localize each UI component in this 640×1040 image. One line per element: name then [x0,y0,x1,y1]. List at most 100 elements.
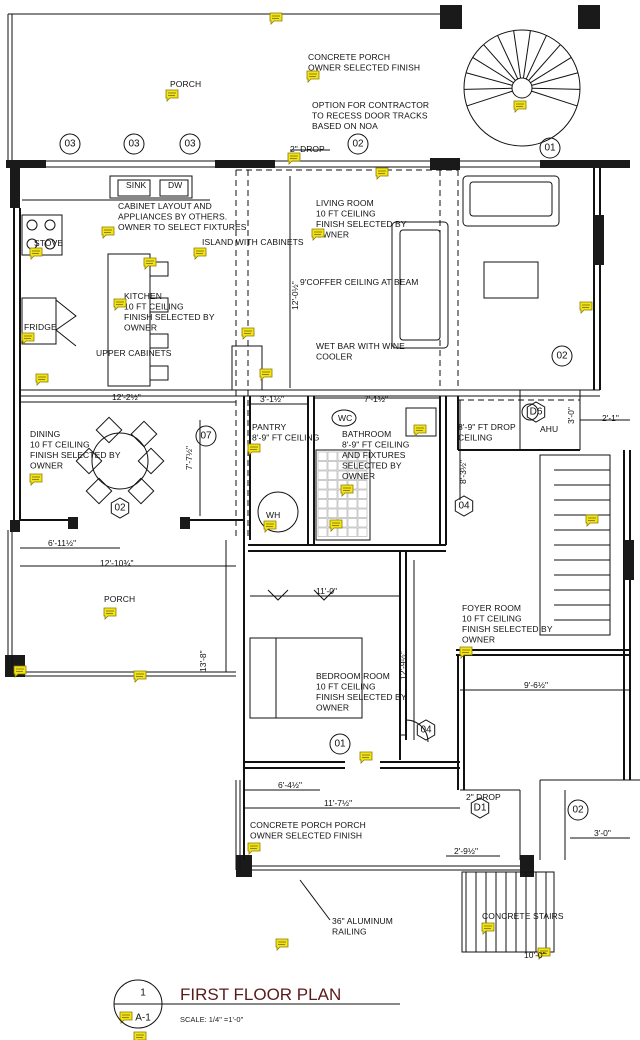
concrete-porch-bottom-label-1: CONCRETE PORCH PORCH [250,820,366,830]
comment-marker-icon[interactable] [459,646,473,659]
tag-w01-stair: 01 [539,137,561,159]
comment-marker-icon[interactable] [329,519,343,532]
bed-height-dimension: 12'-9½" [398,651,408,680]
wc-label: WC [338,413,352,423]
comment-marker-icon[interactable] [513,100,527,113]
bathroom-label-3: AND FIXTURES [342,450,406,460]
comment-marker-icon[interactable] [311,228,325,241]
drop-top-dimension: 2" DROP [290,144,325,154]
comment-marker-icon[interactable] [241,327,255,340]
dining-label-3: FINISH SELECTED BY [30,450,121,460]
comment-marker-icon[interactable] [21,332,35,345]
dining-height-dimension: 7'-7½" [184,446,194,470]
comment-marker-icon[interactable] [579,301,593,314]
comment-marker-icon[interactable] [269,12,283,25]
kitchen-fixtures [21,175,210,387]
tag-d04-foyer: 04 [454,495,474,517]
tag-d06-text: D6 [530,407,543,418]
comment-marker-icon[interactable] [165,89,179,102]
comment-marker-icon[interactable] [359,751,373,764]
entry-width-dimension: 2'-9½" [454,846,478,856]
bed-width-dimension: 11'-0" [316,586,337,596]
comment-marker-icon[interactable] [275,938,289,951]
comment-marker-icon[interactable] [247,443,261,456]
tag-d04-bed-text: 04 [420,725,432,736]
tag-w03a: 03 [59,133,81,155]
comment-marker-icon[interactable] [247,842,261,855]
tag-w02-entry-text: 02 [572,805,584,816]
comment-marker-icon[interactable] [113,298,127,311]
plan-title: FIRST FLOOR PLAN [180,985,341,1004]
bedroom-label-3: FINISH SELECTED BY [316,692,407,702]
concrete-stairs-label-1: CONCRETE STAIRS [482,911,564,921]
kitchen-label-1: KITCHEN [124,291,162,301]
comment-marker-icon[interactable] [263,520,277,533]
comment-marker-icon[interactable] [35,373,49,386]
living-label-3: FINISH SELECTED BY [316,219,407,229]
tag-w02-entry: 02 [567,799,589,821]
tag-w02-dining: 02 [110,497,130,519]
comment-marker-icon[interactable] [481,922,495,935]
tag-w03b-text: 03 [128,139,140,150]
kitchen-label-2: 10 FT CEILING [124,302,184,312]
kitchen-width-dimension: 12'-2½" [112,392,141,402]
living-label-1: LIVING ROOM [316,198,374,208]
comment-marker-icon[interactable] [193,247,207,260]
drop-ceiling-label-2: CEILING [458,433,493,443]
wh-label: WH [266,510,280,520]
living-label-4: OWNER [316,230,349,240]
foyer-label-2: 10 FT CEILING [462,614,522,624]
tag-d07-text: 07 [200,431,212,442]
kitchen-height-dimension: 12'-0½" [290,281,300,310]
island-note-label-1: ISLAND WITH CABINETS [202,237,304,247]
bath-fixtures [257,403,539,541]
comment-marker-icon[interactable] [375,167,389,180]
fridge-label: FRIDGE [24,322,57,332]
spiral-stair [463,29,581,147]
cabinet-note-label-2: APPLIANCES BY OTHERS. [118,212,227,222]
comment-marker-icon[interactable] [259,368,273,381]
comment-marker-icon[interactable] [306,70,320,83]
comment-marker-icon[interactable] [101,226,115,239]
tag-d02-top: 02 [347,133,369,155]
railing-note-label-1: 36" ALUMINUM [332,916,393,926]
wetbar-note-label-2: COOLER [316,352,353,362]
comment-marker-icon[interactable] [29,247,43,260]
closet-height-dimension: 3'-0" [566,407,576,424]
comment-marker-icon[interactable] [340,484,354,497]
coffer-note-label-1: 9'COFFER CEILING AT BEAM [300,277,418,287]
dining-label-1: DINING [30,429,60,439]
comment-marker-icon[interactable] [287,152,301,165]
comment-marker-icon[interactable] [29,473,43,486]
comment-marker-icon[interactable] [13,665,27,678]
tag-d02-top-text: 02 [352,139,364,150]
comment-marker-icon[interactable] [103,607,117,620]
sink-label: SINK [126,180,146,190]
comment-marker-icon[interactable] [413,424,427,437]
porch-w2-dimension: 12'-10¾" [100,558,133,568]
comment-marker-icon[interactable] [133,670,147,683]
bedroom-label-4: OWNER [316,703,349,713]
recess-note-label-1: OPTION FOR CONTRACTOR [312,100,429,110]
comment-marker-icon[interactable] [133,1031,147,1040]
foyer-label-3: FINISH SELECTED BY [462,624,553,634]
comment-marker-icon[interactable] [143,257,157,270]
bathroom-label-5: OWNER [342,471,375,481]
dining-table [75,416,165,505]
tag-w01-bed: 01 [329,733,351,755]
comment-marker-icon[interactable] [537,947,551,960]
bedroom-label-2: 10 FT CEILING [316,682,376,692]
cabinet-note-label-1: CABINET LAYOUT AND [118,201,212,211]
tag-d04-foyer-text: 04 [458,501,470,512]
kitchen-label-3: FINISH SELECTED BY [124,312,215,322]
bathroom-label-2: 8'-9" FT CEILING [342,440,410,450]
comment-marker-icon[interactable] [585,514,599,527]
pantry-label-2: 8'-9" FT CEILING [252,433,320,443]
foyer-height-dimension: 8'-3½" [458,460,468,484]
title-block: 1 A-1 FIRST FLOOR PLAN SCALE: 1/4" =1'-0… [113,979,400,1029]
porch-left-label-1: PORCH [104,594,135,604]
concrete-porch-bottom-label-2: OWNER SELECTED FINISH [250,831,362,841]
drop-bottom-dimension: 2" DROP [466,792,501,802]
